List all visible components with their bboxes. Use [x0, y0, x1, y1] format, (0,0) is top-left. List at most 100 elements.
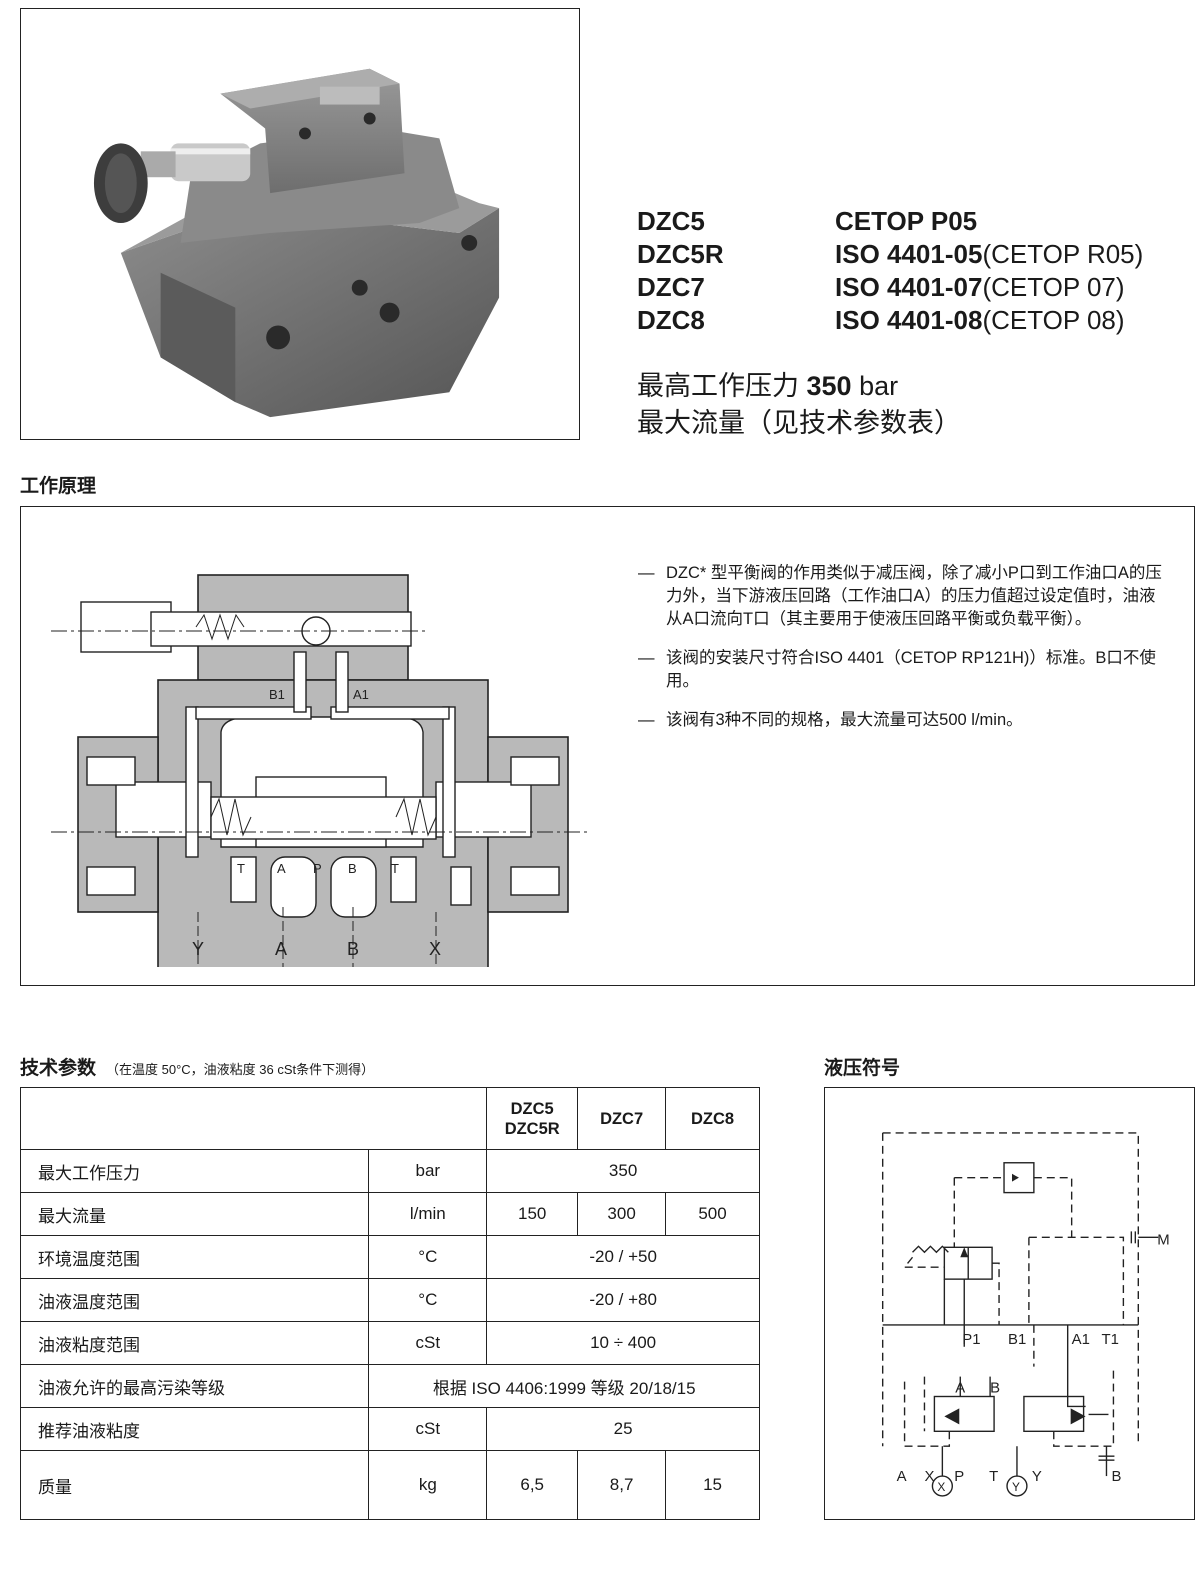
model-code: DZC5: [637, 206, 705, 236]
specs-header-dzc7: DZC7: [577, 1087, 667, 1150]
hydraulic-symbol-frame: M P1 B1 A1 T1 A B A X P T Y B X Y: [824, 1087, 1195, 1520]
model-standard-alt: (CETOP 08): [982, 305, 1125, 335]
param-value: 10 ÷ 400: [486, 1321, 760, 1365]
principle-bullet: — DZC* 型平衡阀的作用类似于减压阀，除了减小P口到工作油口A的压力外，当下…: [638, 562, 1168, 631]
principle-bullet: — 该阀的安装尺寸符合ISO 4401（CETOP RP121H)）标准。B口不…: [638, 647, 1168, 693]
symbol-port-a: A: [897, 1469, 907, 1485]
valve-section-diagram: B1 A1 T A P B T Y A B X: [51, 574, 591, 967]
model-row: DZC5R ISO 4401-05 (CETOP R05): [637, 238, 1143, 271]
model-standard-alt: (CETOP R05): [982, 239, 1144, 269]
param-value-dzc7: 300: [577, 1192, 667, 1236]
symbol-port-b: B: [1111, 1469, 1121, 1485]
diagram-port-b: B: [347, 939, 359, 959]
param-value-dzc7: 8,7: [577, 1450, 667, 1520]
param-value-dzc5: 150: [486, 1192, 579, 1236]
model-row: DZC5 CETOP P05: [637, 205, 1143, 238]
product-photo-frame: [20, 8, 580, 440]
param-value: 25: [486, 1407, 760, 1451]
param-name: 推荐油液粘度: [19, 1407, 370, 1451]
param-unit: cSt: [368, 1321, 488, 1365]
param-unit: bar: [368, 1149, 488, 1193]
specs-header-dzc8: DZC8: [665, 1087, 760, 1150]
symbol-title: 液压符号: [824, 1058, 901, 1079]
symbol-port-p: P: [954, 1469, 964, 1485]
symbol-label-t1: T1: [1102, 1332, 1119, 1348]
table-row: 最大流量 l/min 150 300 500: [19, 1192, 760, 1236]
model-code: DZC5R: [637, 239, 724, 269]
pressure-label: 最高工作压力: [637, 371, 807, 401]
principle-box: B1 A1 T A P B T Y A B X — DZC* 型平衡阀的作用类似…: [20, 506, 1195, 986]
symbol-label-a1: A1: [1072, 1332, 1090, 1348]
param-name: 最大工作压力: [19, 1149, 370, 1193]
diagram-port-x: X: [429, 939, 441, 959]
table-row: 推荐油液粘度 cSt 25: [19, 1407, 760, 1451]
bullet-text: 该阀有3种不同的规格，最大流量可达500 l/min。: [666, 711, 1023, 729]
symbol-label-b1: B1: [1008, 1332, 1026, 1348]
model-standard: ISO 4401-08: [835, 305, 983, 335]
symbol-label-p1: P1: [962, 1332, 980, 1348]
diagram-label-p-internal: P: [313, 861, 322, 876]
param-unit: kg: [368, 1450, 488, 1520]
model-standard-alt: (CETOP 07): [982, 272, 1125, 302]
table-row: 环境温度范围 °C -20 / +50: [19, 1235, 760, 1279]
principle-description: — DZC* 型平衡阀的作用类似于减压阀，除了减小P口到工作油口A的压力外，当下…: [638, 562, 1168, 748]
specs-conditions: （在温度 50°C，油液粘度 36 cSt条件下测得）: [106, 1062, 375, 1077]
model-code: DZC8: [637, 305, 705, 335]
max-flow-line: 最大流量（见技术参数表）: [637, 408, 961, 438]
model-standard: ISO 4401-05: [835, 239, 983, 269]
max-pressure-line: 最高工作压力 350 bar: [637, 368, 961, 405]
diagram-port-a: A: [275, 939, 287, 959]
diagram-label-b1: B1: [269, 687, 285, 702]
diagram-label-a-internal: A: [277, 861, 286, 876]
header-dzc5: DZC5: [510, 1099, 554, 1118]
param-unit: l/min: [368, 1192, 488, 1236]
specs-title: 技术参数 （在温度 50°C，油液粘度 36 cSt条件下测得）: [20, 1053, 374, 1080]
param-value: 根据 ISO 4406:1999 等级 20/18/15: [368, 1364, 760, 1408]
diagram-label-t-left: T: [237, 861, 245, 876]
symbol-port-y: Y: [1032, 1469, 1042, 1485]
symbol-label-m: M: [1157, 1232, 1169, 1248]
table-row: 油液允许的最高污染等级 根据 ISO 4406:1999 等级 20/18/15: [19, 1364, 760, 1408]
symbol-port-t: T: [989, 1469, 998, 1485]
bullet-dash: —: [638, 564, 655, 582]
pressure-unit: bar: [851, 371, 899, 401]
bullet-dash: —: [638, 711, 655, 729]
param-value-dzc8: 500: [665, 1192, 760, 1236]
param-value: -20 / +80: [486, 1278, 760, 1322]
model-standard: CETOP P05: [835, 206, 978, 236]
principle-bullet: — 该阀有3种不同的规格，最大流量可达500 l/min。: [638, 709, 1168, 732]
hydraulic-symbol-diagram: M P1 B1 A1 T1 A B A X P T Y B X Y: [881, 1132, 1170, 1497]
pressure-value: 350: [806, 371, 852, 401]
header-dzc5r: DZC5R: [504, 1119, 560, 1138]
param-name: 油液温度范围: [19, 1278, 370, 1322]
param-unit: °C: [368, 1278, 488, 1322]
bullet-dash: —: [638, 649, 655, 667]
specs-header-blank: [19, 1087, 488, 1150]
model-list: DZC5 CETOP P05 DZC5R ISO 4401-05 (CETOP …: [637, 205, 1143, 337]
model-row: DZC7 ISO 4401-07 (CETOP 07): [637, 271, 1143, 304]
model-standard: ISO 4401-07: [835, 272, 983, 302]
param-name: 环境温度范围: [19, 1235, 370, 1279]
param-name: 质量: [19, 1450, 370, 1520]
param-name: 油液允许的最高污染等级: [19, 1364, 370, 1408]
param-unit: °C: [368, 1235, 488, 1279]
param-name: 油液粘度范围: [19, 1321, 370, 1365]
symbol-port-x: X: [924, 1469, 934, 1485]
symbol-label-a-top: A: [955, 1381, 965, 1397]
symbol-label-b-top: B: [990, 1381, 1000, 1397]
principle-title: 工作原理: [20, 476, 97, 497]
specs-title-text: 技术参数: [20, 1058, 97, 1079]
model-code: DZC7: [637, 272, 705, 302]
param-value-dzc5: 6,5: [486, 1450, 579, 1520]
param-value: 350: [486, 1149, 760, 1193]
table-row: 油液温度范围 °C -20 / +80: [19, 1278, 760, 1322]
diagram-port-y: Y: [192, 939, 204, 959]
symbol-gauge-x: X: [937, 1480, 945, 1494]
param-value: -20 / +50: [486, 1235, 760, 1279]
diagram-label-t-right: T: [391, 861, 399, 876]
model-row: DZC8 ISO 4401-08 (CETOP 08): [637, 304, 1143, 337]
symbol-gauge-y: Y: [1012, 1480, 1020, 1494]
